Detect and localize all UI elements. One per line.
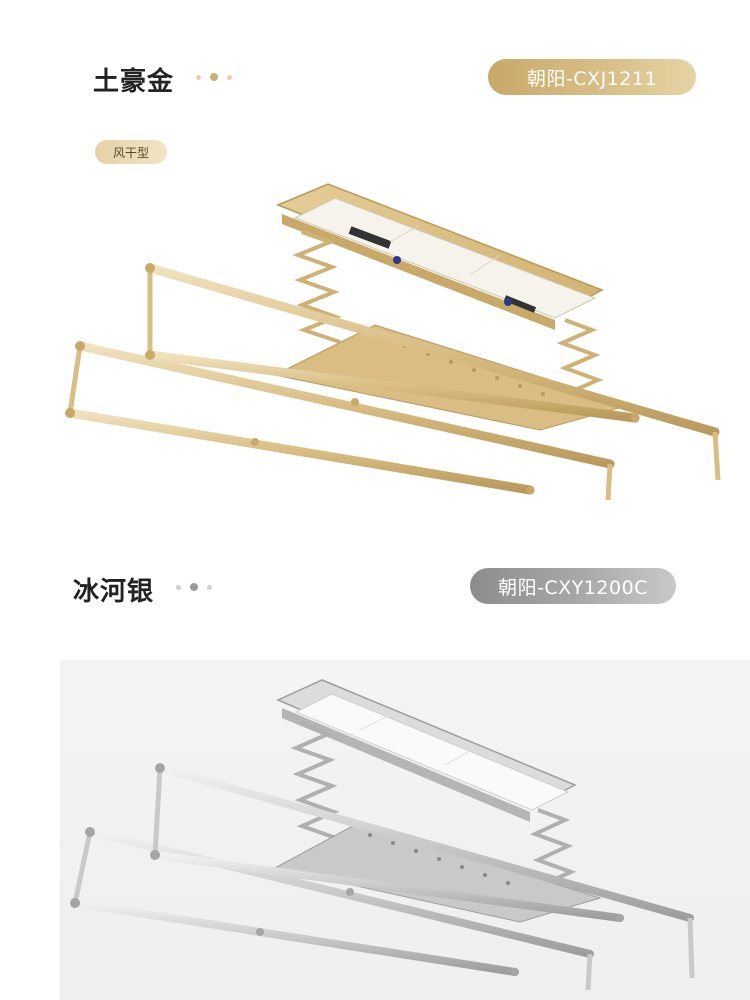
type-tag: 风干型 bbox=[95, 140, 167, 164]
model-badge: 朝阳-CXY1200C bbox=[470, 568, 676, 604]
dots-indicator-icon bbox=[176, 583, 212, 591]
product-color-name: 土豪金 bbox=[93, 67, 175, 97]
dot-icon bbox=[196, 74, 201, 80]
product-section-silver: 冰河银 朝阳-CXY1200C bbox=[0, 540, 750, 1000]
dot-icon bbox=[176, 584, 181, 590]
dot-icon bbox=[207, 584, 212, 590]
drying-rack-image bbox=[60, 660, 750, 1000]
product-section-gold: 土豪金 朝阳-CXJ1211 风干型 bbox=[50, 59, 750, 530]
model-badge: 朝阳-CXJ1211 bbox=[488, 59, 696, 95]
drying-rack-image bbox=[50, 170, 750, 530]
dots-indicator-icon bbox=[196, 73, 232, 81]
product-color-name: 冰河银 bbox=[73, 577, 155, 607]
dot-icon bbox=[227, 74, 232, 80]
dot-icon bbox=[190, 583, 198, 591]
dot-icon bbox=[210, 73, 218, 81]
